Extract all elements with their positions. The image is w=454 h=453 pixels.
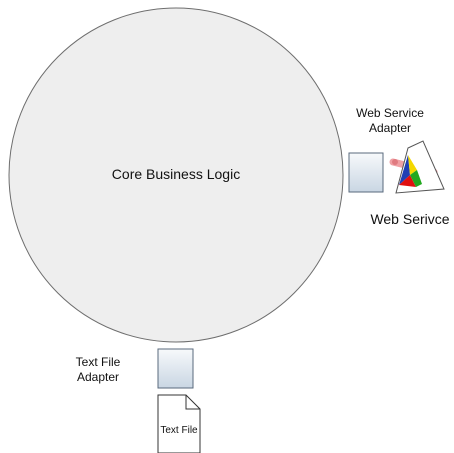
text-file-adapter-label: Text File Adapter (58, 355, 138, 385)
text-file-adapter-label-line2: Adapter (76, 370, 120, 384)
text-file-adapter-label-line1: Text File (75, 355, 121, 369)
text-file-label: Text File (160, 425, 198, 436)
web-service-adapter-label-line1: Web Service (356, 106, 424, 120)
document-fold-corner (185, 395, 200, 410)
core-business-logic-circle[interactable] (8, 7, 344, 343)
core-business-logic-label: Core Business Logic (111, 166, 241, 182)
text-file-adapter-box[interactable] (157, 348, 194, 389)
web-service-label: Web Serivce (370, 211, 450, 227)
web-service-adapter-label: Web Service Adapter (350, 106, 430, 136)
web-service-adapter-box[interactable] (348, 152, 384, 193)
web-service-adapter-label-line2: Adapter (368, 121, 412, 135)
web-service-icon[interactable] (389, 140, 445, 194)
text-file-document-icon[interactable] (157, 394, 201, 453)
